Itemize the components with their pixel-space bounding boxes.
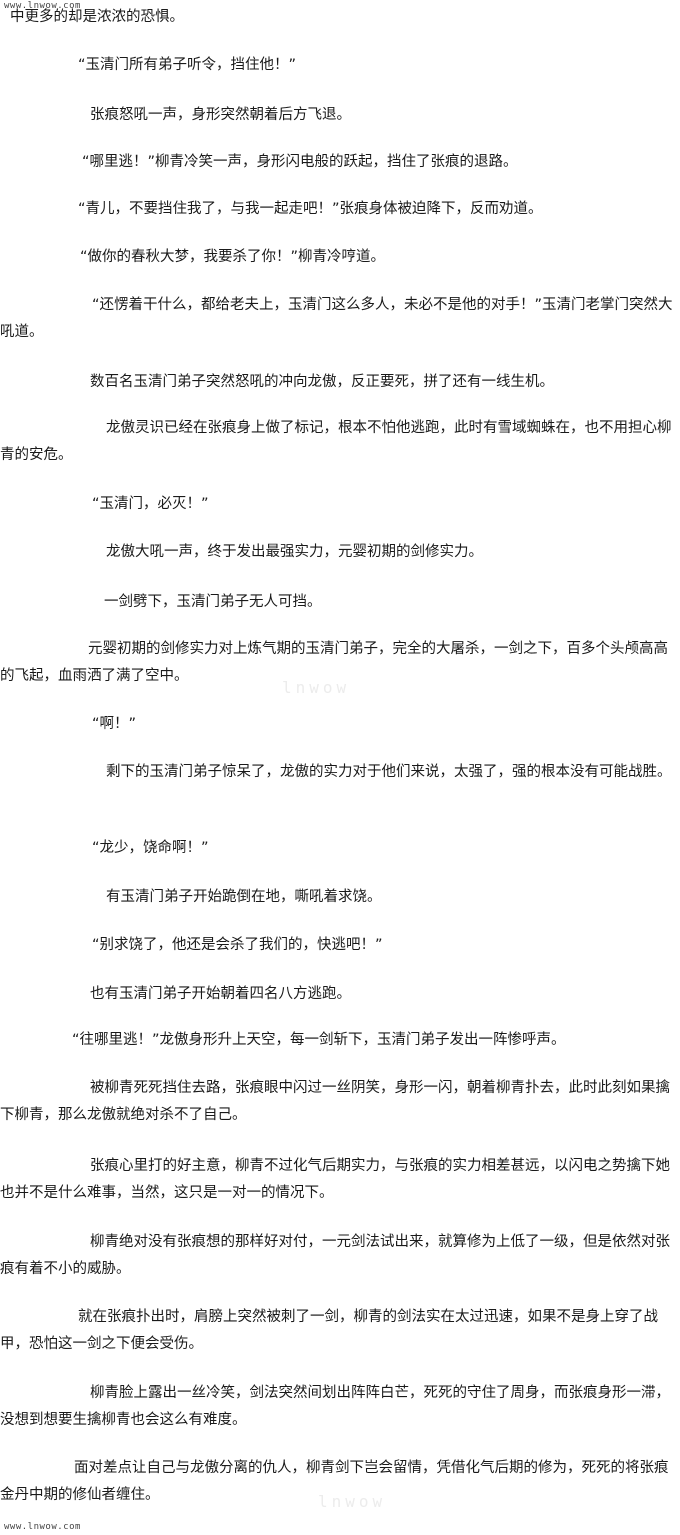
paragraph: 数百名玉清门弟子突然怒吼的冲向龙傲，反正要死，拼了还有一线生机。 [90, 374, 554, 390]
paragraph: 张痕怒吼一声，身形突然朝着后方飞退。 [90, 107, 351, 123]
paragraph: 元婴初期的剑修实力对上炼气期的玉清门弟子，完全的大屠杀，一剑之下，百多个头颅高高… [0, 641, 668, 684]
faint-watermark: lnwow [282, 678, 351, 697]
paragraph: “玉清门，必灭！” [92, 496, 209, 512]
paragraph: “哪里逃！”柳青冷笑一声，身形闪电般的跃起，挡住了张痕的退路。 [82, 154, 518, 170]
site-watermark-bottom: www.lnwow.com [4, 1522, 81, 1532]
paragraph: 龙傲大吼一声，终于发出最强实力，元婴初期的剑修实力。 [106, 544, 483, 560]
paragraph: 柳青绝对没有张痕想的那样好对付，一元剑法试出来，就算修为上低了一级，但是依然对张… [0, 1234, 670, 1277]
paragraph: 剩下的玉清门弟子惊呆了，龙傲的实力对于他们来说，太强了，强的根本没有可能战胜。 [106, 764, 672, 780]
paragraph: 一剑劈下，玉清门弟子无人可挡。 [104, 594, 322, 610]
paragraph: 张痕心里打的好主意，柳青不过化气后期实力，与张痕的实力相差甚远，以闪电之势擒下她… [0, 1158, 670, 1201]
paragraph: 也有玉清门弟子开始朝着四名八方逃跑。 [90, 986, 351, 1002]
paragraph: 龙傲灵识已经在张痕身上做了标记，根本不怕他逃跑，此时有雪域蜘蛛在，也不用担心柳青… [0, 420, 672, 463]
paragraph: 有玉清门弟子开始跪倒在地，嘶吼着求饶。 [106, 889, 382, 905]
paragraph: 柳青脸上露出一丝冷笑，剑法突然间划出阵阵白芒，死死的守住了周身，而张痕身形一滞，… [0, 1385, 670, 1428]
paragraph: “玉清门所有弟子听令，挡住他！” [78, 57, 297, 73]
paragraph: “还愣着干什么，都给老夫上，玉清门这么多人，未必不是他的对手！”玉清门老掌门突然… [0, 297, 673, 340]
site-watermark-top: www.lnwow.com [4, 1, 81, 11]
paragraph: “青儿，不要挡住我了，与我一起走吧！”张痕身体被迫降下，反而劝道。 [78, 201, 543, 217]
paragraph: “龙少，饶命啊！” [92, 840, 209, 856]
paragraph: “做你的春秋大梦，我要杀了你！”柳青冷哼道。 [80, 249, 386, 265]
paragraph: 中更多的却是浓浓的恐惧。 [10, 9, 184, 25]
paragraph: 就在张痕扑出时，肩膀上突然被刺了一剑，柳青的剑法实在太过迅速，如果不是身上穿了战… [0, 1309, 658, 1352]
paragraph: “往哪里逃！”龙傲身形升上天空，每一剑斩下，玉清门弟子发出一阵惨呼声。 [72, 1032, 566, 1048]
paragraph: “啊！” [92, 716, 137, 732]
paragraph: “别求饶了，他还是会杀了我们的，快逃吧！” [92, 937, 383, 953]
paragraph: 被柳青死死挡住去路，张痕眼中闪过一丝阴笑，身形一闪，朝着柳青扑去，此时此刻如果擒… [0, 1080, 670, 1123]
paragraph: 面对差点让自己与龙傲分离的仇人，柳青剑下岂会留情，凭借化气后期的修为，死死的将张… [0, 1460, 669, 1503]
faint-watermark: lnwow [318, 1492, 387, 1511]
